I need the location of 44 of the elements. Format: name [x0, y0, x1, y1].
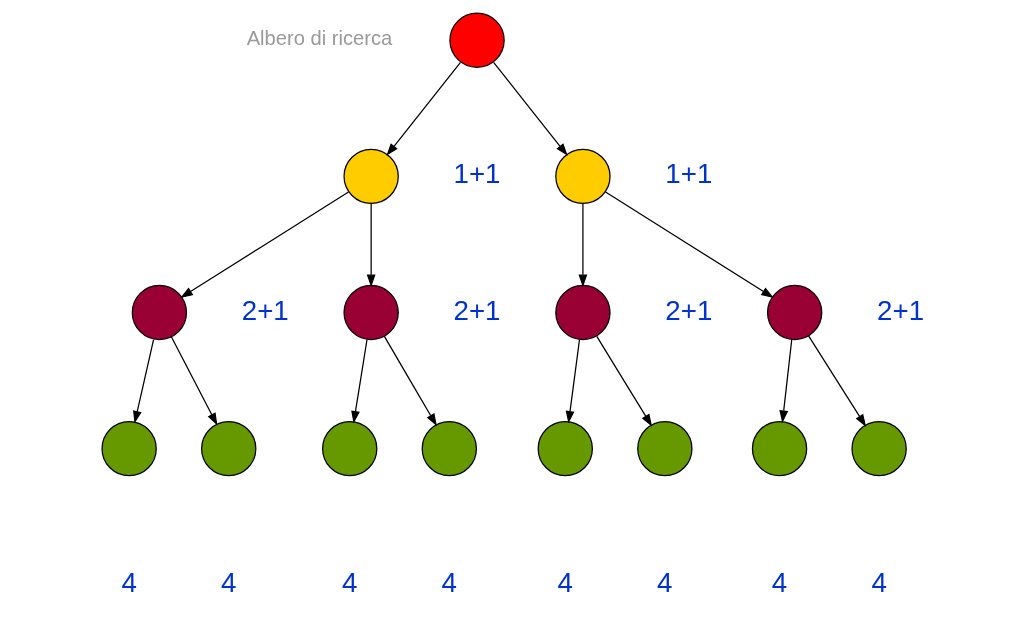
node-label: 4 — [121, 566, 137, 598]
arrow — [808, 335, 867, 427]
node-circle — [766, 284, 823, 341]
arrow — [170, 336, 218, 426]
arrow — [180, 191, 350, 299]
label: Albero di ricerca — [246, 27, 393, 50]
node-label: 4 — [871, 566, 887, 598]
node-circle — [201, 420, 257, 477]
node-circle — [751, 420, 808, 477]
arrow — [779, 338, 793, 424]
node-label: 4 — [657, 566, 673, 598]
arrow — [133, 338, 155, 424]
arrow — [351, 338, 368, 424]
node-circle — [101, 420, 157, 477]
node-label: 2+1 — [665, 294, 713, 326]
node-circle — [421, 420, 478, 477]
arrow — [492, 61, 568, 156]
node-circle — [851, 420, 907, 477]
node-circle — [537, 420, 593, 477]
node-label: 4 — [221, 566, 237, 598]
arrow — [386, 61, 462, 156]
node-label: 4 — [342, 566, 358, 598]
node-label: 4 — [441, 566, 458, 598]
arrow — [604, 191, 774, 299]
node-circle — [555, 284, 611, 341]
node-label: 1+1 — [665, 158, 713, 190]
node-label: 2+1 — [877, 294, 925, 326]
node-circle — [322, 420, 378, 477]
node-label: 2+1 — [241, 294, 289, 326]
arrow — [596, 335, 653, 427]
node-label: 1+1 — [453, 158, 501, 190]
arrow — [578, 203, 588, 288]
node-label: 2+1 — [453, 294, 501, 326]
node-circle — [449, 12, 505, 68]
node-circle — [343, 284, 399, 341]
arrow — [383, 335, 437, 427]
node-circle — [637, 420, 693, 477]
node-circle — [555, 148, 611, 205]
arrow — [565, 338, 581, 424]
arrow — [366, 203, 376, 288]
node-circle — [131, 284, 188, 341]
node-label: 4 — [771, 566, 788, 598]
node-label: 4 — [557, 566, 573, 598]
node-circle — [343, 148, 399, 205]
